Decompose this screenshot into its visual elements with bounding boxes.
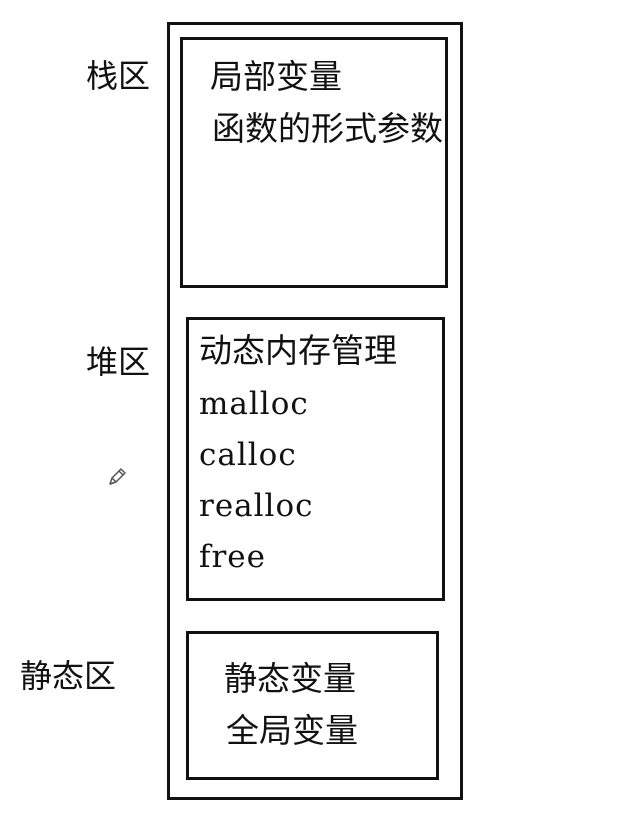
static-region-label: 静态区: [20, 657, 117, 695]
heap-item-malloc: malloc: [199, 386, 309, 422]
heap-item-calloc: calloc: [199, 437, 297, 473]
static-region-box: [186, 631, 439, 780]
memory-layout-outer-box: [167, 22, 463, 800]
static-item-static-variables: 静态变量: [224, 659, 356, 698]
heap-region-box: [186, 317, 445, 601]
stack-item-function-parameters: 函数的形式参数: [212, 109, 443, 148]
heap-item-free: free: [199, 539, 266, 575]
stack-region-label: 栈区: [86, 57, 151, 95]
static-item-global-variables: 全局变量: [226, 711, 358, 750]
heap-item-realloc: realloc: [199, 488, 314, 524]
pencil-icon: [109, 468, 126, 485]
heap-region-label: 堆区: [86, 343, 151, 381]
stack-item-local-variables: 局部变量: [210, 57, 342, 96]
heap-item-dynamic-memory: 动态内存管理: [199, 331, 397, 370]
stack-region-box: [180, 37, 448, 288]
